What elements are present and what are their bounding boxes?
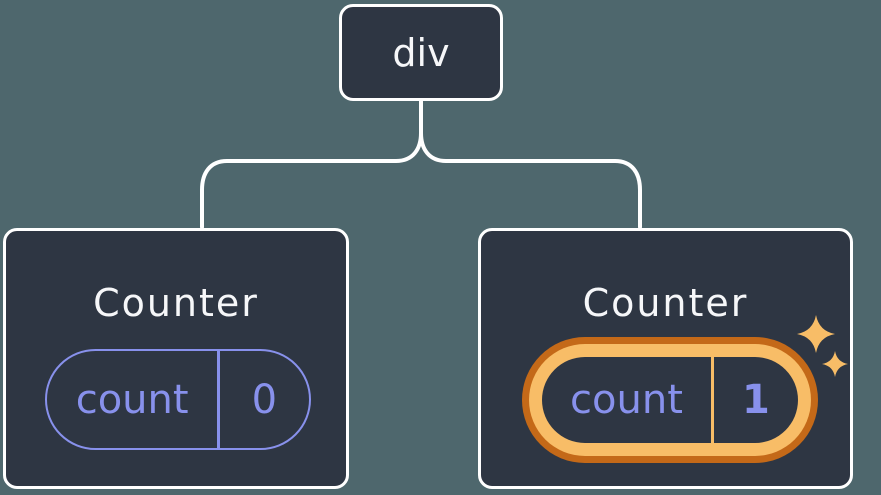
state-pill-divider [710, 357, 714, 443]
tree-root-label: div [392, 30, 450, 75]
counter-card-title: Counter [582, 281, 749, 325]
counter-card-title: Counter [93, 281, 259, 325]
state-key-label: count [75, 376, 189, 423]
state-pill-divider [217, 351, 220, 448]
highlight-ring-outer: count 1 [522, 337, 818, 463]
state-pill-highlighted: count 1 [542, 357, 798, 443]
counter-card-right: Counter count 1 [478, 228, 853, 489]
tree-root-node: div [339, 4, 503, 101]
state-pill: count 0 [45, 349, 311, 450]
state-value-label: 1 [742, 377, 770, 423]
connector-left-branch [200, 100, 423, 229]
highlight-ring-inner: count 1 [529, 344, 811, 456]
state-value-label: 0 [251, 376, 278, 423]
connector-right-branch [419, 100, 642, 229]
state-key-label: count [570, 377, 683, 423]
counter-card-left: Counter count 0 [3, 228, 349, 489]
